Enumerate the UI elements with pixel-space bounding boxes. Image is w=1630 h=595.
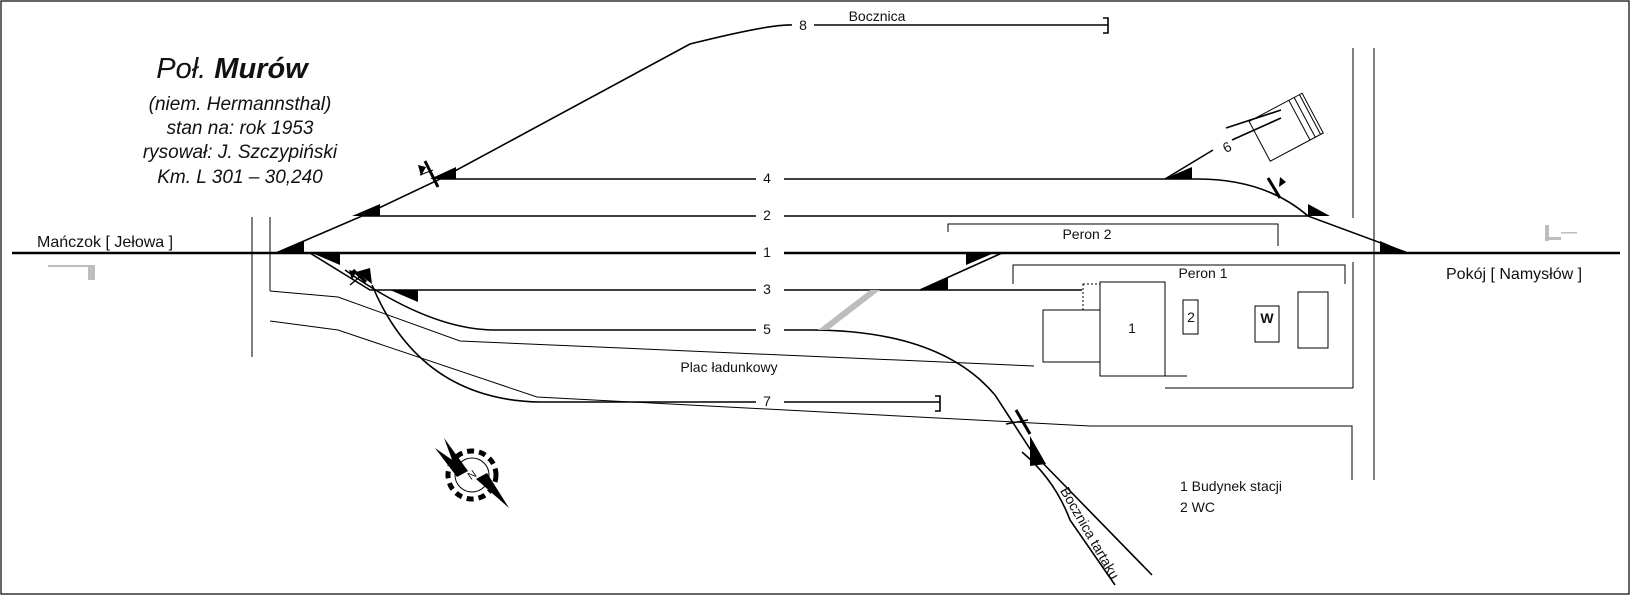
direction-west-label: Mańczok [ Jełowa ] [37, 234, 173, 251]
legend: 1 Budynek stacji 2 WC [1180, 478, 1282, 515]
track-6-b [1231, 117, 1282, 141]
track-number-8: 8 [799, 17, 807, 33]
signal-marks [349, 160, 1286, 435]
title-status: stan na: rok 1953 [167, 118, 314, 139]
platform-2-label: Peron 2 [1062, 226, 1111, 242]
legend-item-1: 1 Budynek stacji [1180, 478, 1282, 494]
siding-label: Bocznica [849, 8, 906, 24]
track-3-crossover [919, 252, 1003, 291]
track-number-2: 2 [763, 207, 771, 223]
compass-rose [435, 438, 509, 508]
track-5-grey-crossover [818, 290, 880, 330]
building-2-number: 2 [1187, 309, 1195, 325]
platform-2-outline [947, 223, 1279, 246]
track-number-4: 4 [763, 170, 771, 186]
switch-markers [276, 167, 1408, 466]
track-4-west [361, 178, 756, 217]
svg-text:Poł. Murów: Poł. Murów [156, 53, 310, 85]
warehouse-building [1042, 309, 1101, 363]
sawmill-siding-right [1031, 451, 1153, 576]
track-8-buffer [1103, 17, 1109, 34]
direction-east-label: Pokój [ Namysłów ] [1446, 266, 1582, 283]
boundary-lines [251, 48, 1375, 480]
track-number-3: 3 [763, 281, 771, 297]
track-8-curve [439, 24, 793, 180]
building-1-number: 1 [1128, 320, 1136, 336]
sawmill-siding-label: Bocznica tartaku [1057, 484, 1123, 582]
well-building-w [1254, 305, 1280, 343]
station-annex [1082, 283, 1101, 311]
track-5-east [784, 329, 1033, 453]
track-4-east [784, 178, 1309, 217]
legend-item-2: 2 WC [1180, 499, 1215, 515]
title-prefix: Poł. [156, 53, 206, 85]
track-numbers: 1 2 3 4 5 6 7 8 [763, 17, 1234, 409]
station-name: Murów [214, 53, 310, 85]
title-block: Poł. Murów (niem. Hermannsthal) stan na:… [143, 53, 338, 188]
track-3-west [309, 252, 756, 291]
title-author: rysował: J. Szczypiński [143, 142, 338, 163]
platform-1-outline [1012, 264, 1346, 284]
track-5-west [344, 269, 756, 331]
building-w-label: W [1260, 310, 1274, 326]
shed-building [1297, 291, 1329, 349]
sawmill-siding-left [1021, 451, 1116, 586]
track-7-west [371, 284, 756, 403]
buildings [1042, 92, 1329, 377]
distant-markers [48, 225, 1577, 280]
loading-yard-label: Plac ładunkowy [680, 359, 777, 375]
platforms [947, 223, 1346, 284]
track-number-7: 7 [763, 393, 771, 409]
track-number-5: 5 [763, 321, 771, 337]
track-6-shed [1248, 92, 1324, 162]
wc-building-2 [1182, 299, 1199, 335]
track-number-1: 1 [763, 244, 771, 260]
track-7-buffer [935, 395, 941, 412]
title-subtitle: (niem. Hermannsthal) [149, 94, 332, 115]
track-2-west [275, 215, 756, 254]
track-number-6: 6 [1220, 138, 1235, 156]
track-6-a [1164, 149, 1214, 180]
platform-1-label: Peron 1 [1178, 265, 1227, 281]
title-km: Km. L 301 – 30,240 [157, 167, 323, 188]
